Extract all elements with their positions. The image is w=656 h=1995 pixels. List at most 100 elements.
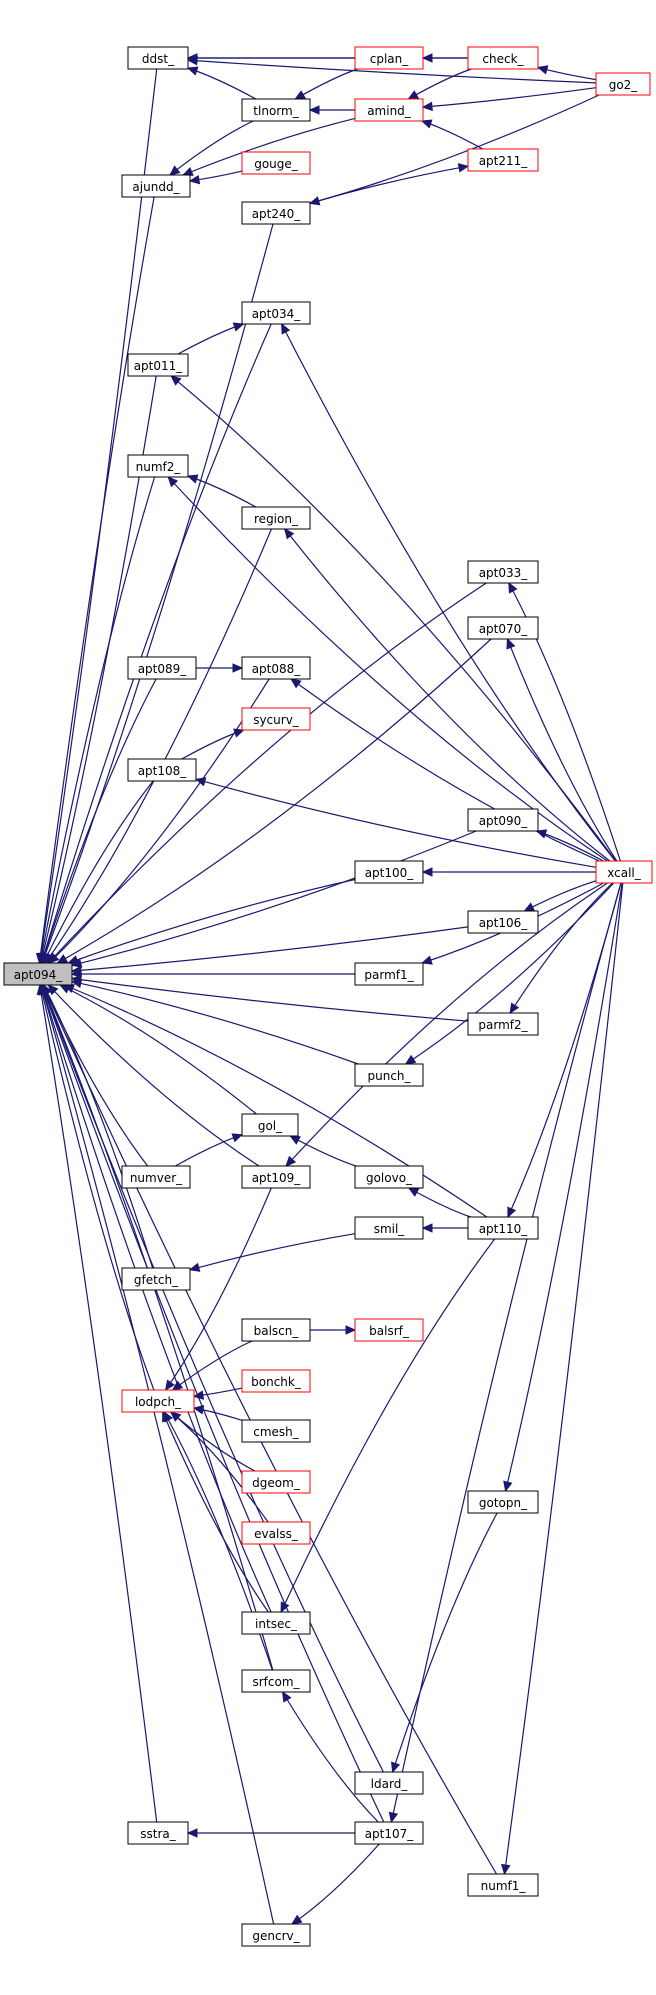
node-amind-box[interactable] (354, 98, 424, 122)
node-gencrv-box[interactable] (241, 1923, 311, 1947)
node-check-box[interactable] (467, 46, 539, 70)
node-punch[interactable]: punch_ (354, 1063, 424, 1087)
node-apt109-box[interactable] (241, 1165, 311, 1189)
node-dgeom[interactable]: dgeom_ (241, 1470, 311, 1494)
node-apt070[interactable]: apt070_ (467, 616, 539, 640)
node-cplan-box[interactable] (354, 46, 424, 70)
node-cplan[interactable]: cplan_ (354, 46, 424, 70)
node-gouge[interactable]: gouge_ (241, 151, 311, 175)
node-apt011-box[interactable] (127, 353, 189, 377)
node-xcall-box[interactable] (595, 860, 653, 884)
node-parmf2-box[interactable] (467, 1012, 539, 1036)
node-ldard[interactable]: ldard_ (354, 1771, 424, 1795)
node-apt100[interactable]: apt100_ (354, 860, 424, 884)
node-gotopn-box[interactable] (467, 1490, 539, 1514)
node-apt090-box[interactable] (467, 808, 539, 832)
node-gol-box[interactable] (241, 1113, 299, 1137)
node-gencrv[interactable]: gencrv_ (241, 1923, 311, 1947)
node-go2-box[interactable] (595, 72, 651, 96)
node-intsec-box[interactable] (241, 1611, 311, 1635)
node-lodpch-box[interactable] (121, 1389, 195, 1413)
node-sycurv[interactable]: sycurv_ (241, 707, 311, 731)
node-gotopn[interactable]: gotopn_ (467, 1490, 539, 1514)
node-smil-box[interactable] (354, 1216, 424, 1240)
node-bonchk-box[interactable] (241, 1369, 311, 1393)
node-sstra[interactable]: sstra_ (127, 1821, 189, 1845)
node-ddst-box[interactable] (127, 46, 189, 70)
node-apt033[interactable]: apt033_ (467, 560, 539, 584)
node-intsec[interactable]: intsec_ (241, 1611, 311, 1635)
node-tlnorm-box[interactable] (241, 98, 311, 122)
node-numf1-box[interactable] (467, 1873, 539, 1897)
node-apt088[interactable]: apt088_ (241, 656, 311, 680)
node-gfetch-box[interactable] (121, 1267, 191, 1291)
node-apt106[interactable]: apt106_ (467, 910, 539, 934)
node-cmesh[interactable]: cmesh_ (241, 1419, 311, 1443)
node-balsrf-box[interactable] (354, 1318, 424, 1342)
node-amind[interactable]: amind_ (354, 98, 424, 122)
node-apt109[interactable]: apt109_ (241, 1165, 311, 1189)
node-cmesh-box[interactable] (241, 1419, 311, 1443)
node-apt089[interactable]: apt089_ (127, 656, 197, 680)
node-apt089-box[interactable] (127, 656, 197, 680)
node-numver-box[interactable] (121, 1165, 191, 1189)
node-srfcom[interactable]: srfcom_ (241, 1669, 311, 1693)
node-gol[interactable]: gol_ (241, 1113, 299, 1137)
node-numver[interactable]: numver_ (121, 1165, 191, 1189)
node-check[interactable]: check_ (467, 46, 539, 70)
node-apt094[interactable]: apt094_ (3, 962, 73, 986)
node-sycurv-box[interactable] (241, 707, 311, 731)
node-apt110[interactable]: apt110_ (467, 1216, 539, 1240)
node-evalss-box[interactable] (241, 1521, 311, 1545)
node-apt088-box[interactable] (241, 656, 311, 680)
node-smil[interactable]: smil_ (354, 1216, 424, 1240)
node-apt100-box[interactable] (354, 860, 424, 884)
node-ddst[interactable]: ddst_ (127, 46, 189, 70)
node-apt211[interactable]: apt211_ (467, 148, 539, 172)
node-apt211-box[interactable] (467, 148, 539, 172)
node-ldard-box[interactable] (354, 1771, 424, 1795)
node-ajundd-box[interactable] (121, 174, 191, 198)
node-apt107[interactable]: apt107_ (354, 1821, 424, 1845)
node-golovo[interactable]: golovo_ (354, 1165, 424, 1189)
node-bonchk[interactable]: bonchk_ (241, 1369, 311, 1393)
node-apt034-box[interactable] (241, 301, 311, 325)
node-dgeom-box[interactable] (241, 1470, 311, 1494)
node-ajundd[interactable]: ajundd_ (121, 174, 191, 198)
node-gfetch[interactable]: gfetch_ (121, 1267, 191, 1291)
node-parmf2[interactable]: parmf2_ (467, 1012, 539, 1036)
node-apt070-box[interactable] (467, 616, 539, 640)
node-parmf1-box[interactable] (354, 962, 424, 986)
node-apt106-box[interactable] (467, 910, 539, 934)
node-punch-box[interactable] (354, 1063, 424, 1087)
node-apt011[interactable]: apt011_ (127, 353, 189, 377)
node-region-box[interactable] (241, 506, 311, 530)
node-numf1[interactable]: numf1_ (467, 1873, 539, 1897)
node-apt108-box[interactable] (127, 758, 197, 782)
node-parmf1[interactable]: parmf1_ (354, 962, 424, 986)
node-srfcom-box[interactable] (241, 1669, 311, 1693)
node-apt033-box[interactable] (467, 560, 539, 584)
node-apt108[interactable]: apt108_ (127, 758, 197, 782)
node-balscn[interactable]: balscn_ (241, 1318, 311, 1342)
node-apt094-box[interactable] (3, 962, 73, 986)
node-apt107-box[interactable] (354, 1821, 424, 1845)
node-apt240-box[interactable] (241, 201, 311, 225)
node-apt090[interactable]: apt090_ (467, 808, 539, 832)
node-balsrf[interactable]: balsrf_ (354, 1318, 424, 1342)
node-go2[interactable]: go2_ (595, 72, 651, 96)
node-sstra-box[interactable] (127, 1821, 189, 1845)
node-gouge-box[interactable] (241, 151, 311, 175)
node-apt034[interactable]: apt034_ (241, 301, 311, 325)
node-numf2-box[interactable] (127, 454, 189, 478)
node-apt110-box[interactable] (467, 1216, 539, 1240)
node-region[interactable]: region_ (241, 506, 311, 530)
node-balscn-box[interactable] (241, 1318, 311, 1342)
node-golovo-box[interactable] (354, 1165, 424, 1189)
node-lodpch[interactable]: lodpch_ (121, 1389, 195, 1413)
node-numf2[interactable]: numf2_ (127, 454, 189, 478)
node-tlnorm[interactable]: tlnorm_ (241, 98, 311, 122)
node-evalss[interactable]: evalss_ (241, 1521, 311, 1545)
node-xcall[interactable]: xcall_ (595, 860, 653, 884)
node-apt240[interactable]: apt240_ (241, 201, 311, 225)
